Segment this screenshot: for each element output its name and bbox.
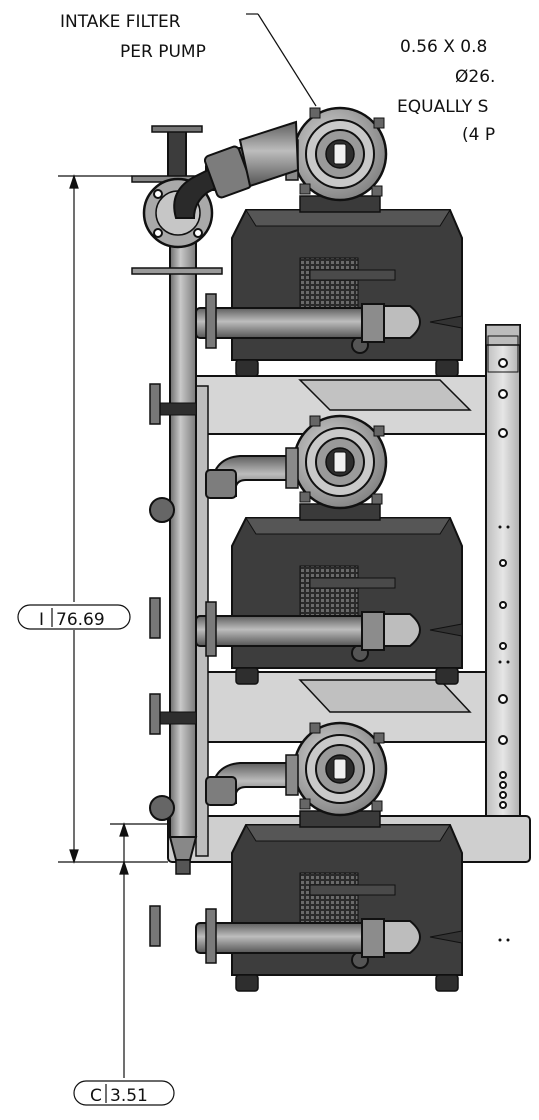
pump-middle: [194, 414, 464, 686]
height-dimension: [17, 174, 168, 864]
foot-prefix: C: [90, 1086, 102, 1106]
intake-filter-label-1: INTAKE FILTER: [60, 12, 181, 32]
intake-filter-label-2: PER PUMP: [120, 42, 206, 62]
manifold-pipe: [131, 224, 223, 947]
pump-bottom: [194, 721, 464, 993]
foot-value: 3.51: [110, 1086, 148, 1106]
foot-dimension: [73, 822, 175, 1106]
hole-callout-4: (4 P: [462, 125, 495, 145]
right-post: [485, 324, 521, 856]
intake-leader: [257, 13, 317, 107]
hole-callout-2: Ø26.: [455, 67, 495, 87]
height-prefix: I: [39, 610, 44, 630]
hole-callout-1: 0.56 X 0.8: [400, 37, 487, 57]
height-value: 76.69: [56, 610, 105, 630]
hole-callout-3: EQUALLY S: [397, 97, 488, 117]
inlet-flange: [131, 120, 300, 249]
